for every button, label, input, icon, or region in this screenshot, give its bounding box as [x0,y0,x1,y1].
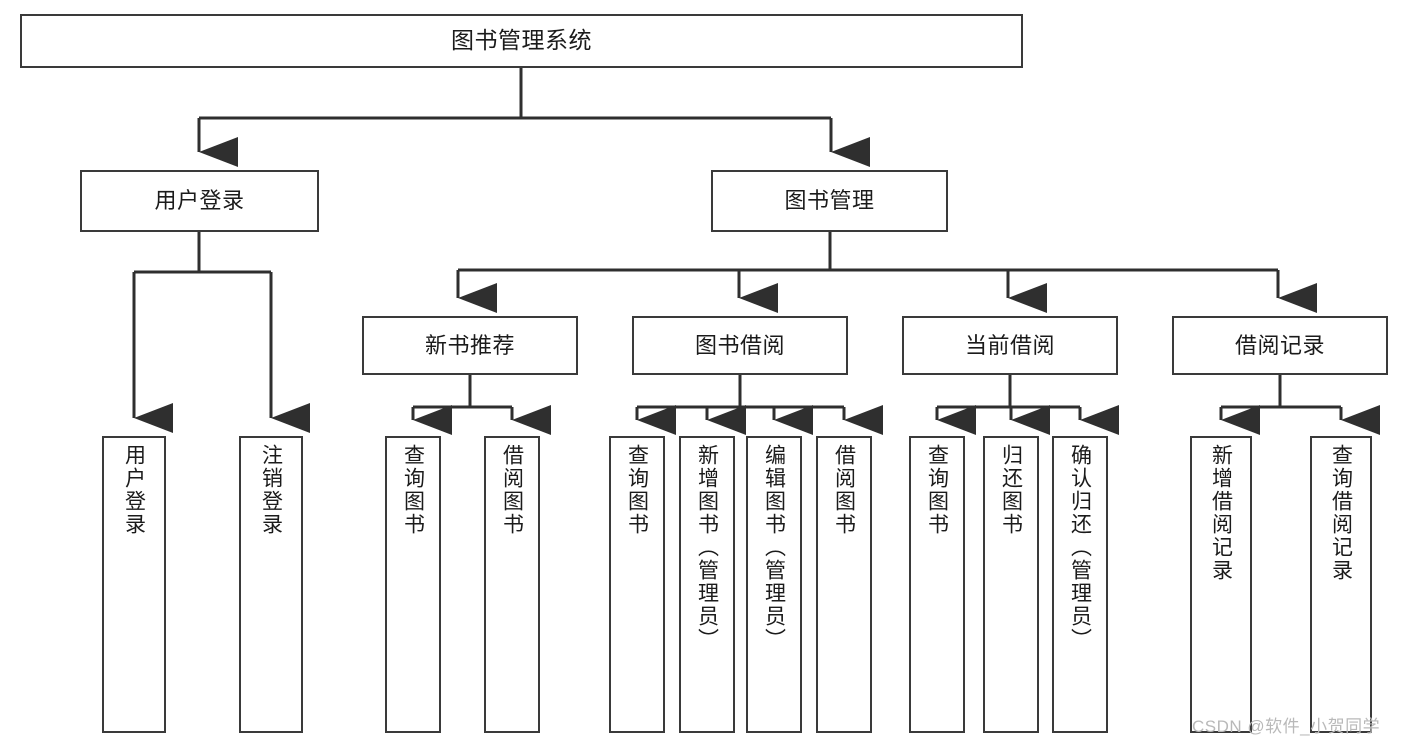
node-book-borrow[interactable]: 图书借阅 [632,316,848,375]
leaf-query-borrow-record-label: 查询借阅记录 [1329,444,1353,582]
connectors-root-to-level2 [197,68,870,167]
leaf-query-book-borrow-label: 查询图书 [625,444,649,536]
connectors-record-to-leaves [1219,375,1380,435]
leaf-logout-label: 注销登录 [259,444,283,536]
node-book-borrow-label: 图书借阅 [694,332,785,358]
node-current-borrow[interactable]: 当前借阅 [902,316,1118,375]
connectors-bookmanage-to-level3 [456,232,1317,313]
leaf-borrow-book-newbook[interactable]: 借阅图书 [484,436,540,733]
leaf-confirm-return-admin[interactable]: 确认归还（管理员） [1052,436,1108,733]
node-user-login[interactable]: 用户登录 [80,170,319,232]
leaf-edit-book-admin-label: 编辑图书（管理员） [762,444,786,651]
connectors-userlogin-to-leaves [132,232,310,433]
leaf-edit-book-admin[interactable]: 编辑图书（管理员） [746,436,802,733]
node-user-login-label: 用户登录 [154,188,245,214]
node-book-management-label: 图书管理 [784,188,875,214]
node-borrow-record[interactable]: 借阅记录 [1172,316,1388,375]
node-new-book-recommend[interactable]: 新书推荐 [362,316,578,375]
leaf-query-book-borrow[interactable]: 查询图书 [609,436,665,733]
connectors-current-to-leaves [935,375,1119,435]
leaf-add-borrow-record[interactable]: 新增借阅记录 [1190,436,1252,733]
leaf-query-book-newbook[interactable]: 查询图书 [385,436,441,733]
node-borrow-record-label: 借阅记录 [1234,332,1325,358]
leaf-return-book-label: 归还图书 [999,444,1023,536]
leaf-query-book-newbook-label: 查询图书 [401,444,425,536]
leaf-add-book-admin-label: 新增图书（管理员） [695,444,719,651]
leaf-borrow-book-borrow-label: 借阅图书 [832,444,856,536]
node-current-borrow-label: 当前借阅 [964,332,1055,358]
node-book-management[interactable]: 图书管理 [711,170,948,232]
leaf-query-borrow-record[interactable]: 查询借阅记录 [1310,436,1372,733]
leaf-logout[interactable]: 注销登录 [239,436,303,733]
node-root-book-management-system[interactable]: 图书管理系统 [20,14,1023,68]
node-root-label: 图书管理系统 [451,27,592,54]
leaf-add-book-admin[interactable]: 新增图书（管理员） [679,436,735,733]
leaf-borrow-book-borrow[interactable]: 借阅图书 [816,436,872,733]
leaf-confirm-return-admin-label: 确认归还（管理员） [1068,444,1092,651]
leaf-query-book-current[interactable]: 查询图书 [909,436,965,733]
leaf-borrow-book-newbook-label: 借阅图书 [500,444,524,536]
connectors-newbook-to-leaves [411,375,551,435]
node-new-book-recommend-label: 新书推荐 [424,332,515,358]
leaf-add-borrow-record-label: 新增借阅记录 [1209,444,1233,582]
connectors-borrow-to-leaves [635,375,883,435]
leaf-user-login-label: 用户登录 [122,444,146,536]
leaf-user-login[interactable]: 用户登录 [102,436,166,733]
leaf-query-book-current-label: 查询图书 [925,444,949,536]
leaf-return-book[interactable]: 归还图书 [983,436,1039,733]
